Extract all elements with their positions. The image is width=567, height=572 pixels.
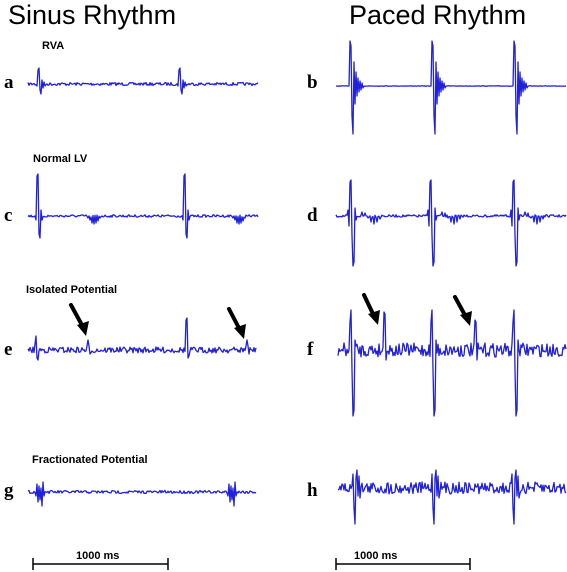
scale-bar-label-right: 1000 ms: [354, 550, 398, 562]
arrow-isolated-potential-3: [362, 293, 380, 325]
paced-rhythm-title: Paced Rhythm: [349, 0, 527, 30]
panel-letter-b: b: [307, 72, 318, 93]
panel-letter-e: e: [4, 339, 13, 360]
scale-bar-left: [32, 558, 169, 570]
trace-b-rva-paced: [335, 40, 567, 135]
trace-c-normal-lv-sinus: [27, 173, 259, 239]
arrow-isolated-potential-2: [227, 307, 246, 339]
trace-g-fractionated-potential-sinus: [27, 481, 257, 507]
panel-letter-a: a: [4, 72, 14, 93]
row-label-isolated-potential: Isolated Potential: [26, 284, 118, 296]
row-label-normal-lv: Normal LV: [33, 153, 88, 165]
trace-a-rva-sinus: [27, 67, 259, 95]
row-label-rva: RVA: [42, 40, 65, 52]
panel-letter-g: g: [4, 480, 14, 501]
arrow-isolated-potential-4: [453, 295, 472, 326]
trace-f-isolated-potential-paced: [337, 309, 567, 417]
trace-e-isolated-potential-sinus: [27, 317, 257, 361]
panel-letter-f: f: [307, 339, 314, 360]
scale-bar-label-left: 1000 ms: [76, 550, 120, 562]
row-label-fractionated-potential: Fractionated Potential: [32, 454, 148, 466]
panel-letter-c: c: [4, 205, 13, 226]
panel-letter-h: h: [307, 480, 318, 501]
scale-bar-right: [335, 558, 471, 570]
egm-traces: [27, 40, 567, 525]
arrow-isolated-potential-1: [69, 303, 89, 336]
sinus-rhythm-title: Sinus Rhythm: [8, 0, 177, 30]
panel-letter-d: d: [307, 205, 318, 226]
trace-h-fractionated-potential-paced: [337, 469, 567, 525]
trace-d-normal-lv-paced: [335, 179, 567, 267]
